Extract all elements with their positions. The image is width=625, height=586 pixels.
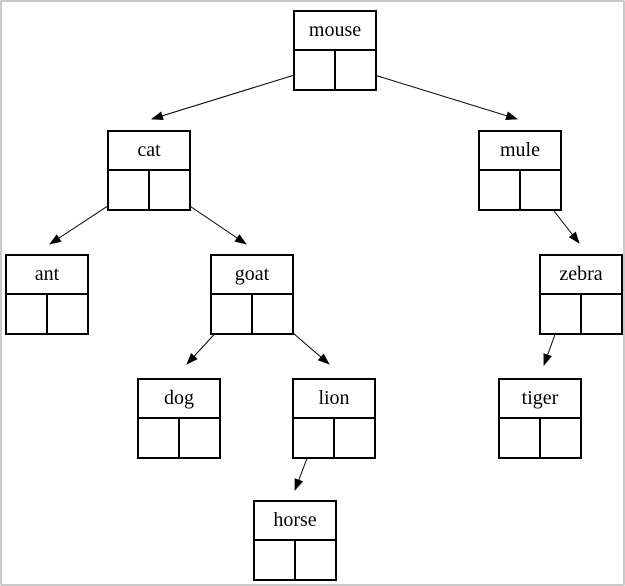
node-label: dog <box>139 380 219 419</box>
left-pointer-cell <box>212 295 253 335</box>
right-pointer-cell <box>582 295 621 335</box>
tree-node-horse: horse <box>253 500 337 581</box>
node-label: ant <box>7 256 87 295</box>
tree-node-zebra: zebra <box>539 254 623 335</box>
node-label: zebra <box>541 256 621 295</box>
tree-node-goat: goat <box>210 254 294 335</box>
left-pointer-cell <box>109 171 150 211</box>
left-pointer-cell <box>255 541 296 581</box>
left-pointer-cell <box>295 51 336 91</box>
right-pointer-cell <box>541 419 580 459</box>
left-pointer-cell <box>500 419 541 459</box>
right-pointer-cell <box>253 295 292 335</box>
left-pointer-cell <box>480 171 521 211</box>
pointer-cells <box>255 541 335 581</box>
pointer-cells <box>295 51 375 91</box>
node-label: horse <box>255 502 335 541</box>
pointer-cells <box>109 171 189 211</box>
node-label: lion <box>294 380 374 419</box>
right-pointer-cell <box>336 51 375 91</box>
right-pointer-cell <box>48 295 87 335</box>
node-label: goat <box>212 256 292 295</box>
tree-node-mule: mule <box>478 130 562 211</box>
node-label: tiger <box>500 380 580 419</box>
right-pointer-cell <box>335 419 374 459</box>
left-pointer-cell <box>294 419 335 459</box>
node-label: cat <box>109 132 189 171</box>
node-label: mouse <box>295 12 375 51</box>
tree-node-lion: lion <box>292 378 376 459</box>
right-pointer-cell <box>521 171 560 211</box>
pointer-cells <box>480 171 560 211</box>
pointer-cells <box>7 295 87 335</box>
pointer-cells <box>139 419 219 459</box>
pointer-cells <box>294 419 374 459</box>
right-pointer-cell <box>150 171 189 211</box>
tree-node-mouse: mouse <box>293 10 377 91</box>
node-label: mule <box>480 132 560 171</box>
left-pointer-cell <box>139 419 180 459</box>
right-pointer-cell <box>296 541 335 581</box>
pointer-cells <box>500 419 580 459</box>
pointer-cells <box>212 295 292 335</box>
tree-node-dog: dog <box>137 378 221 459</box>
left-pointer-cell <box>7 295 48 335</box>
tree-node-tiger: tiger <box>498 378 582 459</box>
pointer-cells <box>541 295 621 335</box>
right-pointer-cell <box>180 419 219 459</box>
tree-node-ant: ant <box>5 254 89 335</box>
left-pointer-cell <box>541 295 582 335</box>
tree-node-cat: cat <box>107 130 191 211</box>
